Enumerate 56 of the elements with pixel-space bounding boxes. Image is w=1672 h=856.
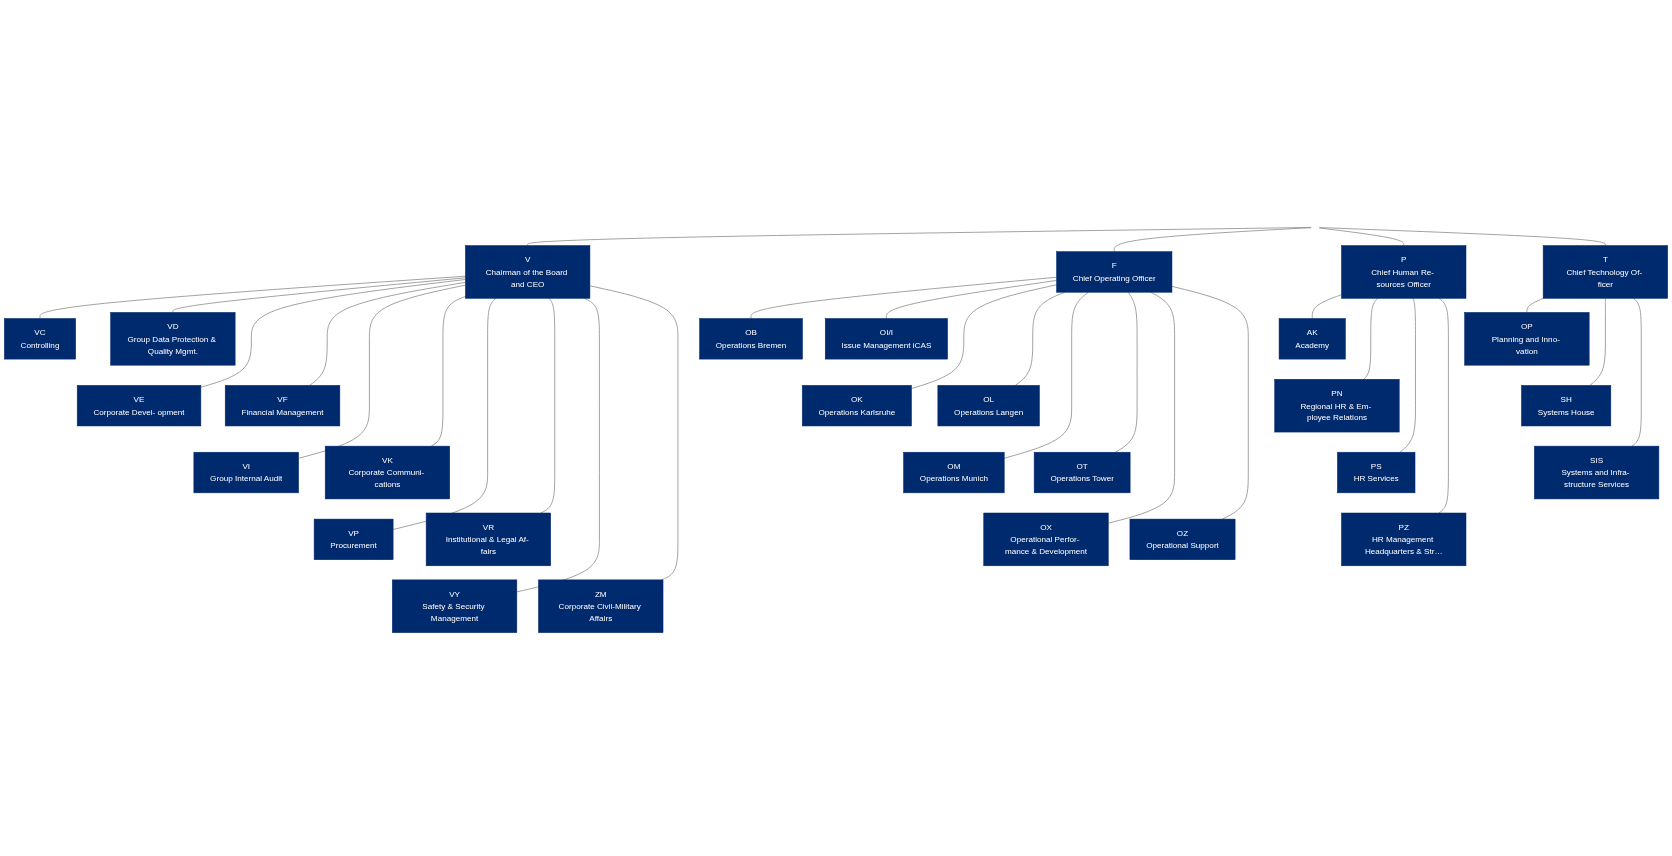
org-unit-box: AK Academy (1278, 318, 1346, 360)
org-unit-box: VE Corporate Devel- opment (76, 385, 202, 427)
org-unit-box: SH Systems House (1521, 385, 1612, 427)
connector-line (540, 297, 556, 514)
connector-line (39, 275, 466, 319)
connector-line (1113, 227, 1312, 253)
org-unit-box: V Chairman of the Board and CEO (465, 245, 591, 299)
connector-line (1363, 297, 1379, 380)
connector-line (1589, 297, 1606, 386)
org-unit-box: SIS Systems and Infra- structure Services (1534, 445, 1660, 500)
org-unit-box: OL Operations Langen (937, 385, 1040, 427)
org-unit-box: VR Institutional & Legal Af- fairs (425, 512, 551, 567)
org-unit-box: PN Regional HR & Em- ployee Relations (1274, 379, 1400, 433)
connector-line (1526, 297, 1544, 313)
org-unit-box: OI/I Issue Management iCAS (824, 318, 948, 360)
connector-line (1311, 294, 1342, 319)
connector-line (1115, 291, 1138, 453)
connector-line (298, 284, 466, 459)
connector-line (200, 279, 466, 388)
connector-line (886, 280, 1057, 319)
org-unit-box: F Chief Operating Officer (1056, 251, 1173, 293)
org-unit-box: OT Operations Tower (1033, 451, 1131, 494)
connector-line (1107, 291, 1175, 524)
connector-line (1438, 297, 1449, 514)
connector-line (516, 297, 600, 593)
org-unit-box: OP Planning and Inno- vation (1464, 312, 1590, 366)
connector-line (589, 285, 679, 581)
org-unit-box: VP Procurement (313, 518, 394, 560)
org-unit-box: OZ Operational Support (1129, 518, 1236, 560)
org-unit-box: VK Corporate Communi- cations (324, 445, 450, 500)
org-unit-box: VC Controlling (4, 318, 76, 360)
connector-line (1171, 285, 1249, 520)
org-unit-box: PZ HR Management Headquarters & Str… (1341, 512, 1467, 567)
org-unit-box: ZM Corporate Civil-Military Affairs (538, 579, 664, 633)
connector-line (430, 296, 466, 447)
org-unit-box: VD Group Data Protection & Quality Mgmt. (110, 312, 236, 366)
org-unit-box: OX Operational Perfor- mance & Development (983, 512, 1109, 567)
connector-line (1318, 227, 1606, 246)
connector-line (911, 284, 1057, 389)
connector-line (1631, 297, 1642, 447)
connector-line (392, 297, 497, 530)
connector-line (309, 281, 466, 386)
connector-line (1399, 297, 1416, 453)
org-unit-box: P Chief Human Re- sources Officer (1341, 245, 1467, 299)
org-unit-box: OK Operations Karlsruhe (801, 385, 912, 427)
connector-line (750, 276, 1057, 319)
org-unit-box: PS HR Services (1337, 451, 1416, 494)
org-unit-box: OB Operations Bremen (699, 318, 803, 360)
org-unit-box: OM Operations Munich (903, 451, 1005, 494)
org-unit-box: T Chief Technology Of- ficer (1542, 245, 1668, 299)
org-unit-box: VF Financial Management (224, 385, 341, 427)
org-unit-box: VY Safety & Security Management (392, 579, 518, 633)
connector-line (1003, 291, 1089, 459)
org-unit-box: VI Group Internal Audit (193, 451, 299, 494)
connector-line (1318, 227, 1405, 246)
connector-line (172, 277, 466, 313)
